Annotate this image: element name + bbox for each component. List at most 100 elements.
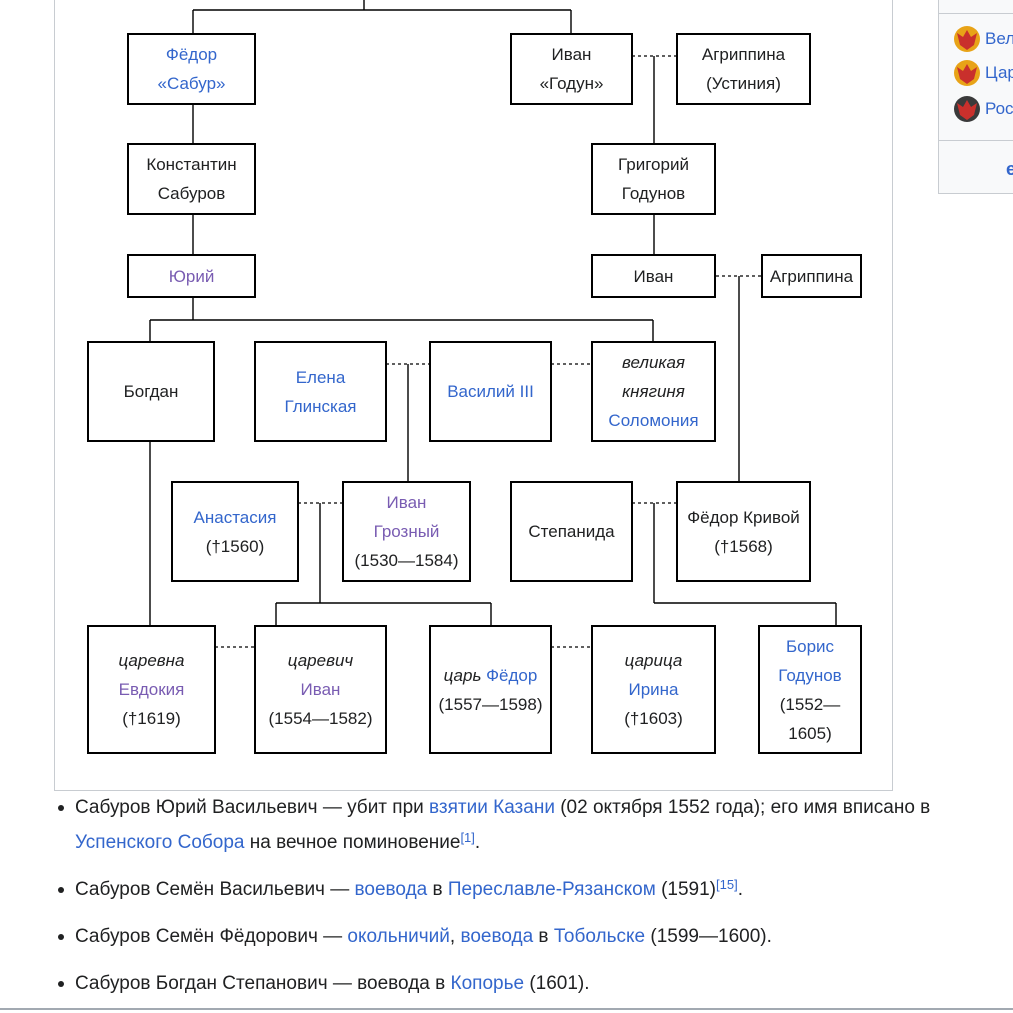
tsar-fedor-line: царь Фёдор [444, 661, 538, 690]
list-item: Сабуров Богдан Степанович — воевода в Ко… [58, 966, 1013, 1001]
elena-link[interactable]: Елена [295, 367, 346, 387]
list-text: . [737, 879, 743, 900]
vzyatie-kazani-link[interactable]: взятии Казани [429, 797, 555, 818]
person-fedor-sabur: Фёдор «Сабур» [127, 33, 256, 105]
agrippina-ustinia-alt: (Устиния) [706, 74, 781, 93]
list-text: на вечное поминовение [244, 832, 461, 853]
tsarevich-ivan-dates: (1554—1582) [268, 709, 373, 728]
fedor-krivoy-dates: (†1568) [714, 536, 773, 556]
eagle-icon [954, 96, 980, 122]
sidebar-more-link[interactable]: e [1006, 159, 1013, 179]
sidebar-item-3[interactable]: Рос [951, 93, 1013, 125]
irina-link[interactable]: Ирина [628, 680, 679, 699]
reference-link[interactable]: [15] [716, 877, 738, 892]
person-anastasia: Анастасия (†1560) [171, 481, 299, 582]
ivan-grozny-link[interactable]: Иван [386, 493, 427, 512]
sidebar-item-label[interactable]: Цар [985, 63, 1013, 82]
ivan-name: Иван [633, 266, 674, 286]
solomonia-link[interactable]: Соломония [608, 411, 699, 430]
voevoda-link[interactable]: воевода [354, 879, 428, 900]
person-ivan-godun: Иван «Годун» [510, 33, 633, 105]
person-elena-glinskaya: Елена Глинская [254, 341, 387, 442]
person-tsarevich-ivan: царевич Иван (1554—1582) [254, 625, 387, 754]
agrippina-name: Агриппина [769, 266, 854, 286]
sidebar-divider [939, 140, 1013, 141]
solomonia-title-2: княгиня [622, 382, 685, 401]
uspensky-sobor-link[interactable]: Успенского Собора [75, 832, 245, 853]
ivan-godun-name: Иван [551, 45, 592, 64]
person-ivan-grozny: Иван Грозный (1530—1584) [342, 481, 471, 582]
boris-link[interactable]: Борис [785, 636, 835, 656]
saburov-list: Сабуров Юрий Васильевич — убит при взяти… [58, 790, 1013, 1001]
tobolsk-link[interactable]: Тобольске [553, 926, 646, 947]
list-text: Сабуров Семён Васильевич — [75, 879, 355, 900]
person-stepanida: Степанида [510, 481, 633, 582]
koporye-link[interactable]: Копорье [450, 973, 525, 994]
list-text: (1601). [524, 973, 590, 994]
elena-surname-link[interactable]: Глинская [284, 396, 357, 416]
person-yuriy: Юрий [127, 254, 256, 298]
konstantin-surname: Сабуров [157, 184, 226, 203]
pereslavl-ryazansky-link[interactable]: Переславле-Рязанском [447, 879, 656, 900]
konstantin-name: Константин [146, 155, 237, 174]
sidebar-item-2[interactable]: Цар [951, 57, 1013, 89]
person-konstantin-saburov: Константин Сабуров [127, 143, 256, 215]
list-text: Сабуров Семён Фёдорович — [75, 926, 348, 947]
ivan-grozny-dates: (1530—1584) [354, 551, 459, 570]
boris-dates-start: (1552— [779, 694, 841, 714]
list-text: Сабуров Юрий Васильевич — убит при [75, 797, 430, 818]
bogdan-name: Богдан [123, 382, 179, 401]
person-agrippina-ustinia: Агриппина (Устиния) [676, 33, 811, 105]
evdokia-dates: (†1619) [122, 709, 181, 728]
anastasia-dates: (†1560) [205, 536, 265, 556]
person-irina: царица Ирина (†1603) [591, 625, 716, 754]
person-boris-godunov: Борис Годунов (1552— 1605) [758, 625, 862, 754]
navbox-sidebar: Вел Цар Рос e [938, 0, 1013, 194]
sidebar-divider [939, 13, 1013, 14]
list-text: в [427, 879, 448, 900]
agrippina-ustinia-name: Агриппина [701, 45, 786, 64]
sidebar-item-label[interactable]: Вел [985, 29, 1013, 48]
grigoriy-surname: Годунов [621, 184, 686, 203]
vasiliy-link[interactable]: Василий III [447, 382, 534, 401]
fedor-sabur-nickname[interactable]: «Сабур» [157, 74, 226, 93]
bottom-divider [0, 1008, 1013, 1010]
grigoriy-name: Григорий [618, 155, 689, 174]
tsar-fedor-dates: (1557—1598) [438, 694, 543, 714]
yuriy-link[interactable]: Юрий [168, 266, 215, 286]
list-text: (1591) [655, 879, 716, 900]
list-item: Сабуров Юрий Васильевич — убит при взяти… [58, 790, 1013, 860]
tsarevich-ivan-link[interactable]: Иван [300, 680, 341, 699]
list-item: Сабуров Семён Васильевич — воевода в Пер… [58, 872, 1013, 907]
list-text: , [449, 926, 461, 947]
irina-dates: (†1603) [624, 709, 683, 728]
list-text: Сабуров Богдан Степанович — воевода в [75, 973, 451, 994]
person-grigoriy-godunov: Григорий Годунов [591, 143, 716, 215]
stepanida-name: Степанида [528, 522, 615, 541]
person-evdokia: царевна Евдокия (†1619) [87, 625, 216, 754]
eagle-icon [954, 60, 980, 86]
boris-dates-end: 1605) [788, 723, 832, 743]
person-ivan: Иван [591, 254, 716, 298]
person-bogdan: Богдан [87, 341, 215, 442]
reference-link[interactable]: [1] [460, 830, 475, 845]
tsar-fedor-link[interactable]: Фёдор [486, 665, 538, 685]
evdokia-title: царевна [118, 651, 185, 670]
person-agrippina: Агриппина [761, 254, 862, 298]
fedor-sabur-link[interactable]: Фёдор [165, 45, 218, 64]
sidebar-item-label[interactable]: Рос [985, 99, 1013, 118]
person-fedor-krivoy: Фёдор Кривой (†1568) [676, 481, 811, 582]
person-tsar-fedor: царь Фёдор (1557—1598) [429, 625, 552, 754]
voevoda-link[interactable]: воевода [460, 926, 534, 947]
evdokia-link[interactable]: Евдокия [118, 680, 185, 699]
sidebar-item-1[interactable]: Вел [951, 23, 1013, 55]
boris-surname-link[interactable]: Годунов [778, 665, 842, 685]
list-text: в [533, 926, 554, 947]
tsarevich-ivan-title: царевич [287, 651, 354, 670]
anastasia-link[interactable]: Анастасия [193, 507, 277, 527]
person-solomonia: великая княгиня Соломония [591, 341, 716, 442]
okolnichiy-link[interactable]: окольничий [347, 926, 450, 947]
list-text: (02 октября 1552 года); его имя вписано … [554, 797, 931, 818]
ivan-grozny-epithet-link[interactable]: Грозный [373, 522, 440, 541]
